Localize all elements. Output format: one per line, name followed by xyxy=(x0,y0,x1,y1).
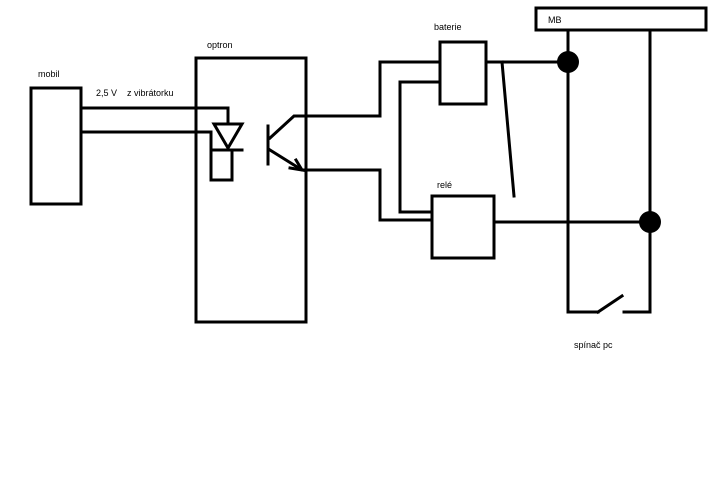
mobil-label: mobil xyxy=(38,69,60,79)
mb-label: MB xyxy=(548,15,562,25)
optron-box xyxy=(194,56,308,324)
junction-dot-right xyxy=(639,211,661,233)
spinac-label: spínač pc xyxy=(574,340,613,350)
switch-icon xyxy=(566,293,652,315)
baterie-box xyxy=(438,40,488,106)
mobil-box xyxy=(29,86,83,206)
mb-box xyxy=(534,6,708,32)
led-icon xyxy=(194,106,245,182)
baterie-label: baterie xyxy=(434,22,462,32)
source-label: z vibrátorku xyxy=(127,88,174,98)
wire-baterie-rele xyxy=(398,80,442,214)
wire-optron-rele xyxy=(304,168,434,222)
voltage-label: 2,5 V xyxy=(96,88,117,98)
rele-box xyxy=(430,194,496,260)
junction-dot-top xyxy=(557,51,579,73)
wire-optron-baterie xyxy=(304,60,442,118)
wire-rele-baterie-diagonal xyxy=(500,60,516,198)
optron-label: optron xyxy=(207,40,233,50)
rele-label: relé xyxy=(437,180,452,190)
